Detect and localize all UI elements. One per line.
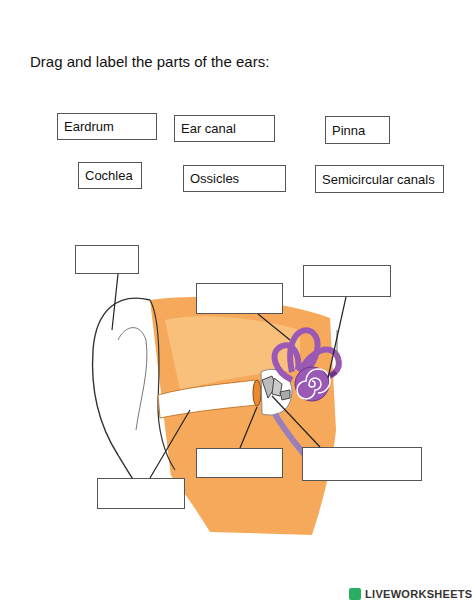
worksheet-title: Drag and label the parts of the ears: xyxy=(30,53,269,70)
word-bank-box: Ossicles xyxy=(183,165,286,192)
word-bank-label: Cochlea xyxy=(79,168,139,183)
ear-canal-shape xyxy=(158,380,258,418)
word-bank-label: Pinna xyxy=(326,123,371,138)
word-bank-label: Ossicles xyxy=(184,171,245,186)
watermark: LIVEWORKSHEETS xyxy=(365,588,473,600)
leader-line xyxy=(112,274,346,478)
answer-box xyxy=(76,246,422,509)
word-bank-box: Ear canal xyxy=(174,115,275,142)
auditory-nerve xyxy=(330,372,336,376)
eardrum-shape xyxy=(253,380,261,406)
word-bank-label: Eardrum xyxy=(58,119,120,134)
word-bank-label: Semicircular canals xyxy=(316,172,441,187)
logo-icon xyxy=(349,588,361,600)
word-bank-box: Cochlea xyxy=(78,162,142,189)
ossicle-stapes xyxy=(280,390,290,400)
word-bank-box: Pinna xyxy=(325,116,390,144)
word-bank-box: Eardrum xyxy=(57,113,157,140)
word-bank-box: Semicircular canals xyxy=(315,165,444,193)
word-bank-label: Ear canal xyxy=(175,121,242,136)
pinna-inner-fold xyxy=(118,328,147,430)
pinna-fold xyxy=(150,300,175,470)
cochlea-shape xyxy=(295,367,330,401)
